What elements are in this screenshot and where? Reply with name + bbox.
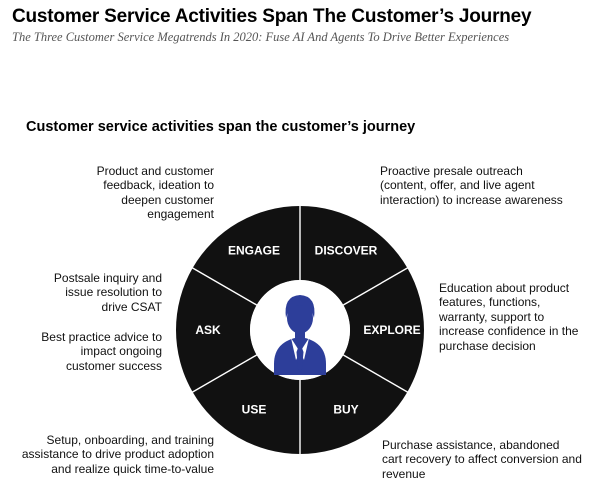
businessman-icon <box>274 295 326 375</box>
segment-ask <box>176 268 257 392</box>
segment-use <box>192 355 300 454</box>
segment-label-discover: DISCOVER <box>315 243 378 257</box>
discover-description: Proactive presale outreach (content, off… <box>380 164 563 207</box>
use-description: Setup, onboarding, and training assistan… <box>21 433 214 476</box>
diagram-heading: Customer service activities span the cus… <box>26 119 416 135</box>
segment-divider <box>342 266 409 306</box>
segment-divider <box>191 266 258 306</box>
page-title: Customer Service Activities Span The Cus… <box>12 6 532 27</box>
segment-label-explore: EXPLORE <box>363 323 420 337</box>
businessman-hair <box>285 295 315 318</box>
segment-label-engage: ENGAGE <box>228 243 280 257</box>
businessman-head <box>287 302 313 334</box>
segment-label-use: USE <box>242 403 267 417</box>
segment-divider <box>191 354 258 394</box>
segment-label-ask: ASK <box>195 323 221 337</box>
segment-divider <box>342 354 409 394</box>
ask-description-advice: Best practice advice to impact ongoing c… <box>41 330 162 373</box>
engage-description: Product and customer feedback, ideation … <box>96 164 214 222</box>
buy-description: Purchase assistance, abandoned cart reco… <box>382 438 582 481</box>
segment-explore <box>343 268 424 392</box>
page-subtitle: The Three Customer Service Megatrends In… <box>12 30 510 44</box>
ask-description-inquiry: Postsale inquiry and issue resolution to… <box>53 271 162 314</box>
segment-buy <box>300 355 408 454</box>
segment-engage <box>192 206 300 305</box>
segment-label-buy: BUY <box>333 403 358 417</box>
segment-discover <box>300 206 408 305</box>
explore-description: Education about product features, functi… <box>439 281 579 353</box>
businessman-tie <box>296 348 304 372</box>
